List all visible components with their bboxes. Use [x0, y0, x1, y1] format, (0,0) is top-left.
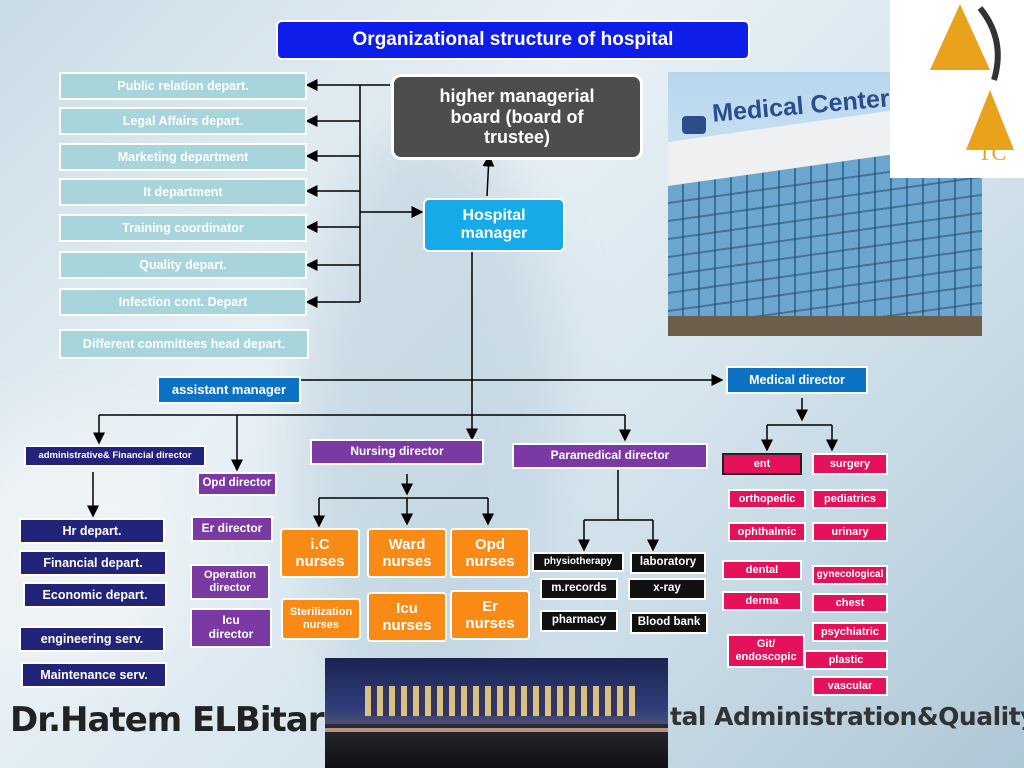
- assistant-manager-node: assistant manager: [157, 376, 301, 404]
- paramedical-director-node: Paramedical director: [512, 443, 708, 469]
- m-records-node: m.records: [540, 578, 618, 600]
- ent-node: ent: [722, 453, 802, 475]
- icu-director-node: Icu director: [190, 608, 272, 648]
- er-nurses-node: Er nurses: [450, 590, 530, 640]
- medical-director-node: Medical director: [726, 366, 868, 394]
- opd-director-node: Opd director: [197, 472, 277, 496]
- public-relation-node: Public relation depart.: [59, 72, 307, 100]
- dental-node: dental: [722, 560, 802, 580]
- quality-node: Quality depart.: [59, 251, 307, 279]
- logo-icon: [930, 4, 1014, 150]
- orthopedic-node: orthopedic: [728, 489, 806, 509]
- gynecological-node: gynecological: [812, 565, 888, 585]
- va-logo-icon: [682, 116, 706, 134]
- legal-affairs-node: Legal Affairs depart.: [59, 107, 307, 135]
- chest-node: chest: [812, 593, 888, 613]
- committees-node: Different committees head depart.: [59, 329, 309, 359]
- economic-node: Economic depart.: [23, 582, 167, 608]
- admin-financial-director-node: administrative& Financial director: [24, 445, 206, 467]
- maintenance-node: Maintenance serv.: [21, 662, 167, 688]
- nursing-director-node: Nursing director: [310, 439, 484, 465]
- hospital-night-photo: [325, 658, 668, 768]
- physiotherapy-node: physiotherapy: [532, 552, 624, 572]
- ic-nurses-node: i.C nurses: [280, 528, 360, 578]
- pharmacy-node: pharmacy: [540, 610, 618, 632]
- ward-nurses-node: Ward nurses: [367, 528, 447, 578]
- pediatrics-node: pediatrics: [812, 489, 888, 509]
- operation-director-node: Operation director: [190, 564, 270, 600]
- laboratory-node: laboratory: [630, 552, 706, 574]
- footer-right-text: tal Administration&Quality D.: [670, 702, 1024, 731]
- road-light-trail: [325, 728, 668, 732]
- urinary-node: urinary: [812, 522, 888, 542]
- building-lights: [365, 686, 635, 716]
- logo-text: TC: [978, 140, 1007, 165]
- hospital-manager-node: Hospital manager: [423, 198, 565, 252]
- opd-nurses-node: Opd nurses: [450, 528, 530, 578]
- surgery-node: surgery: [812, 453, 888, 475]
- git-endoscopic-node: Git/ endoscopic: [727, 634, 805, 668]
- er-director-node: Er director: [191, 516, 273, 542]
- financial-node: Financial depart.: [19, 550, 167, 576]
- sterilization-nurses-node: Sterilization nurses: [281, 598, 361, 640]
- trees: [668, 316, 982, 336]
- infection-node: Infection cont. Depart: [59, 288, 307, 316]
- derma-node: derma: [722, 591, 802, 611]
- it-department-node: It department: [59, 178, 307, 206]
- page-title: Organizational structure of hospital: [276, 20, 750, 60]
- psychiatric-node: psychiatric: [812, 622, 888, 642]
- training-node: Training coordinator: [59, 214, 307, 242]
- blood-bank-node: Blood bank: [630, 612, 708, 634]
- engineering-node: engineering serv.: [19, 626, 165, 652]
- footer-left-text: Dr.Hatem ELBitar: [10, 700, 324, 740]
- logo: TC: [890, 0, 1024, 178]
- ophthalmic-node: ophthalmic: [728, 522, 806, 542]
- marketing-node: Marketing department: [59, 143, 307, 171]
- board-node: higher managerial board (board of truste…: [391, 74, 643, 160]
- hr-node: Hr depart.: [19, 518, 165, 544]
- plastic-node: plastic: [804, 650, 888, 670]
- icu-nurses-node: Icu nurses: [367, 592, 447, 642]
- x-ray-node: x-ray: [628, 578, 706, 600]
- vascular-node: vascular: [812, 676, 888, 696]
